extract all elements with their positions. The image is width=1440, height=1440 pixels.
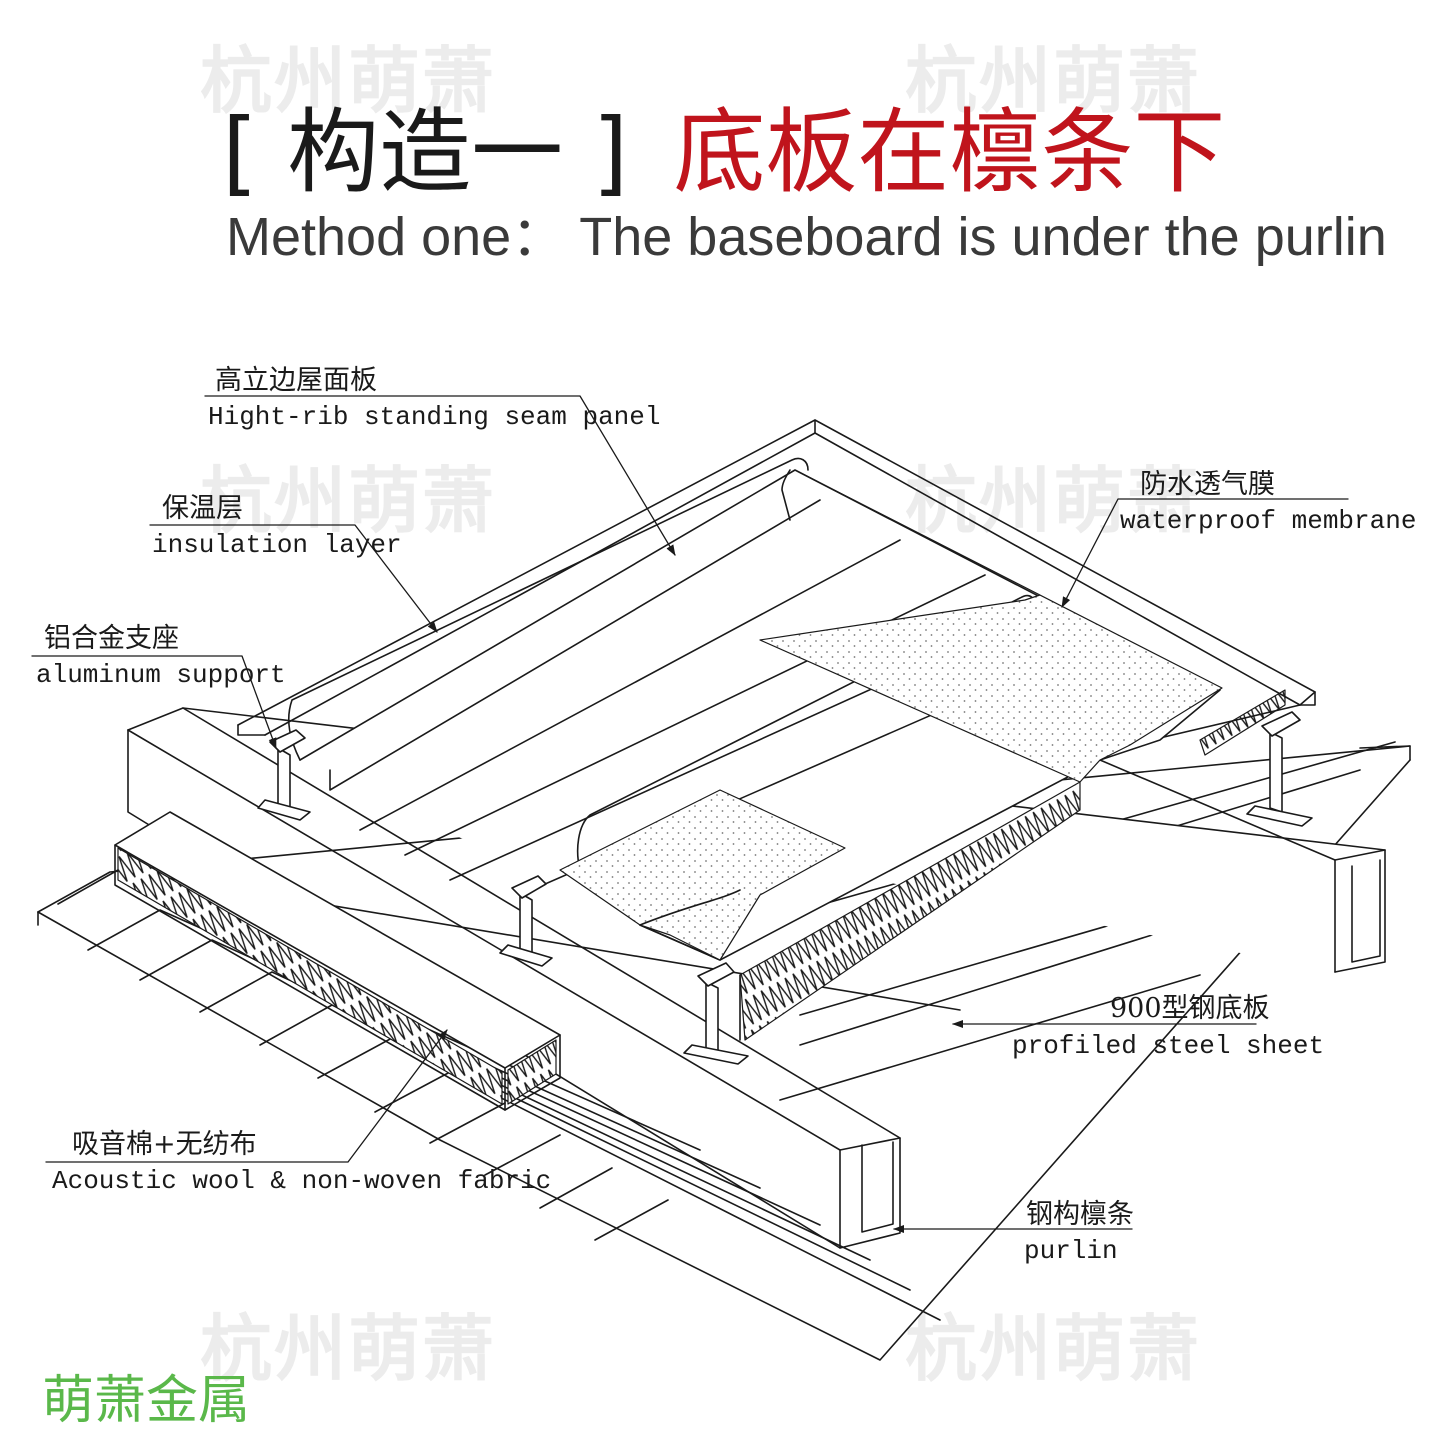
label-insulation-en: insulation layer	[152, 530, 402, 560]
label-steel-en: profiled steel sheet	[1012, 1031, 1325, 1061]
label-panel-cn: 高立边屋面板	[215, 365, 377, 396]
brand-name: 萌萧金属	[42, 1371, 251, 1431]
label-support-cn: 铝合金支座	[44, 623, 179, 654]
waterproof-membrane	[559, 469, 1223, 961]
purlin-right	[1099, 759, 1386, 973]
page-title: [ 构造一 ] 底板在檩条下	[222, 78, 1225, 206]
aluminum-support	[257, 711, 1313, 1065]
label-acoustic-cn: 吸音棉+无纺布	[72, 1129, 257, 1160]
acoustic-wool-strip	[739, 689, 1286, 1041]
label-panel-en: Hight-rib standing seam panel	[208, 402, 661, 432]
label-purlin-cn: 钢构檩条	[1026, 1199, 1134, 1230]
label-acoustic-en: Acoustic wool & non-woven fabric	[52, 1166, 552, 1196]
leader-lines	[31, 395, 1349, 1233]
page-subtitle: Method one： The baseboard is under the p…	[226, 207, 1387, 267]
title-construction: [ 构造一 ]	[222, 99, 629, 206]
label-insulation-cn: 保温层	[162, 493, 243, 524]
label-steel-cn: 900型钢底板	[1110, 993, 1270, 1024]
label-support-en: aluminum support	[36, 660, 286, 690]
acoustic-wool-block	[114, 811, 561, 1111]
label-membrane-cn: 防水透气膜	[1140, 469, 1275, 500]
label-purlin-en: purlin	[1024, 1236, 1118, 1266]
title-name: 底板在檩条下	[673, 99, 1226, 206]
label-membrane-en: waterproof membrane	[1120, 506, 1417, 536]
